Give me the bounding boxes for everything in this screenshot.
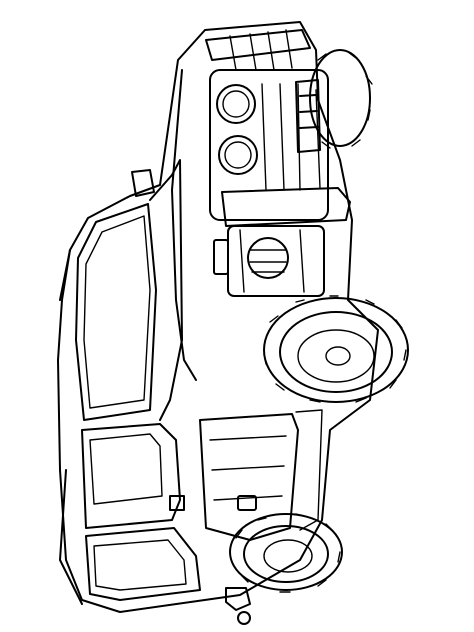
headlight-upper	[216, 84, 256, 124]
windshield-inner	[83, 215, 151, 409]
bull-bar-lines	[229, 29, 321, 191]
front-door	[81, 423, 181, 529]
tow-hook	[237, 611, 251, 625]
vehicle-body-outline	[57, 21, 379, 613]
fuel-cap	[237, 495, 257, 511]
rear-tire	[229, 513, 343, 593]
tail-light	[225, 587, 251, 611]
top-bar	[205, 29, 311, 61]
door-window	[89, 433, 163, 505]
windshield	[75, 203, 157, 421]
door-handle	[169, 495, 185, 511]
roof-rear-edge	[59, 249, 83, 605]
front-right-tire	[263, 295, 409, 403]
turn-signal	[213, 239, 229, 275]
grille-frame	[209, 69, 329, 221]
bumper-bar	[221, 187, 351, 227]
running-board	[199, 413, 299, 541]
sill-lines	[209, 409, 323, 531]
hood-edge	[171, 69, 197, 381]
fog-lights	[295, 79, 321, 153]
rear-door-window	[93, 539, 187, 591]
headlight-upper-inner	[222, 90, 250, 118]
rear-door	[85, 527, 201, 601]
side-rail-top	[149, 159, 183, 421]
winch-lines	[239, 229, 305, 293]
side-mirror	[131, 169, 155, 197]
front-tire	[309, 49, 373, 149]
winch-drum	[247, 237, 289, 279]
headlight-lower	[218, 135, 258, 175]
headlight-lower-inner	[224, 141, 252, 169]
